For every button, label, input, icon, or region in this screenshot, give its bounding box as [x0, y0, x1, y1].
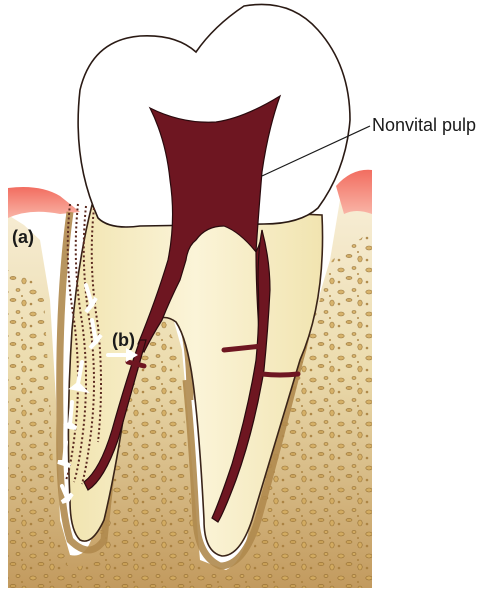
label-b: (b): [112, 330, 135, 350]
label-a: (a): [12, 227, 34, 247]
nonvital-pulp-label: Nonvital pulp: [372, 115, 476, 135]
